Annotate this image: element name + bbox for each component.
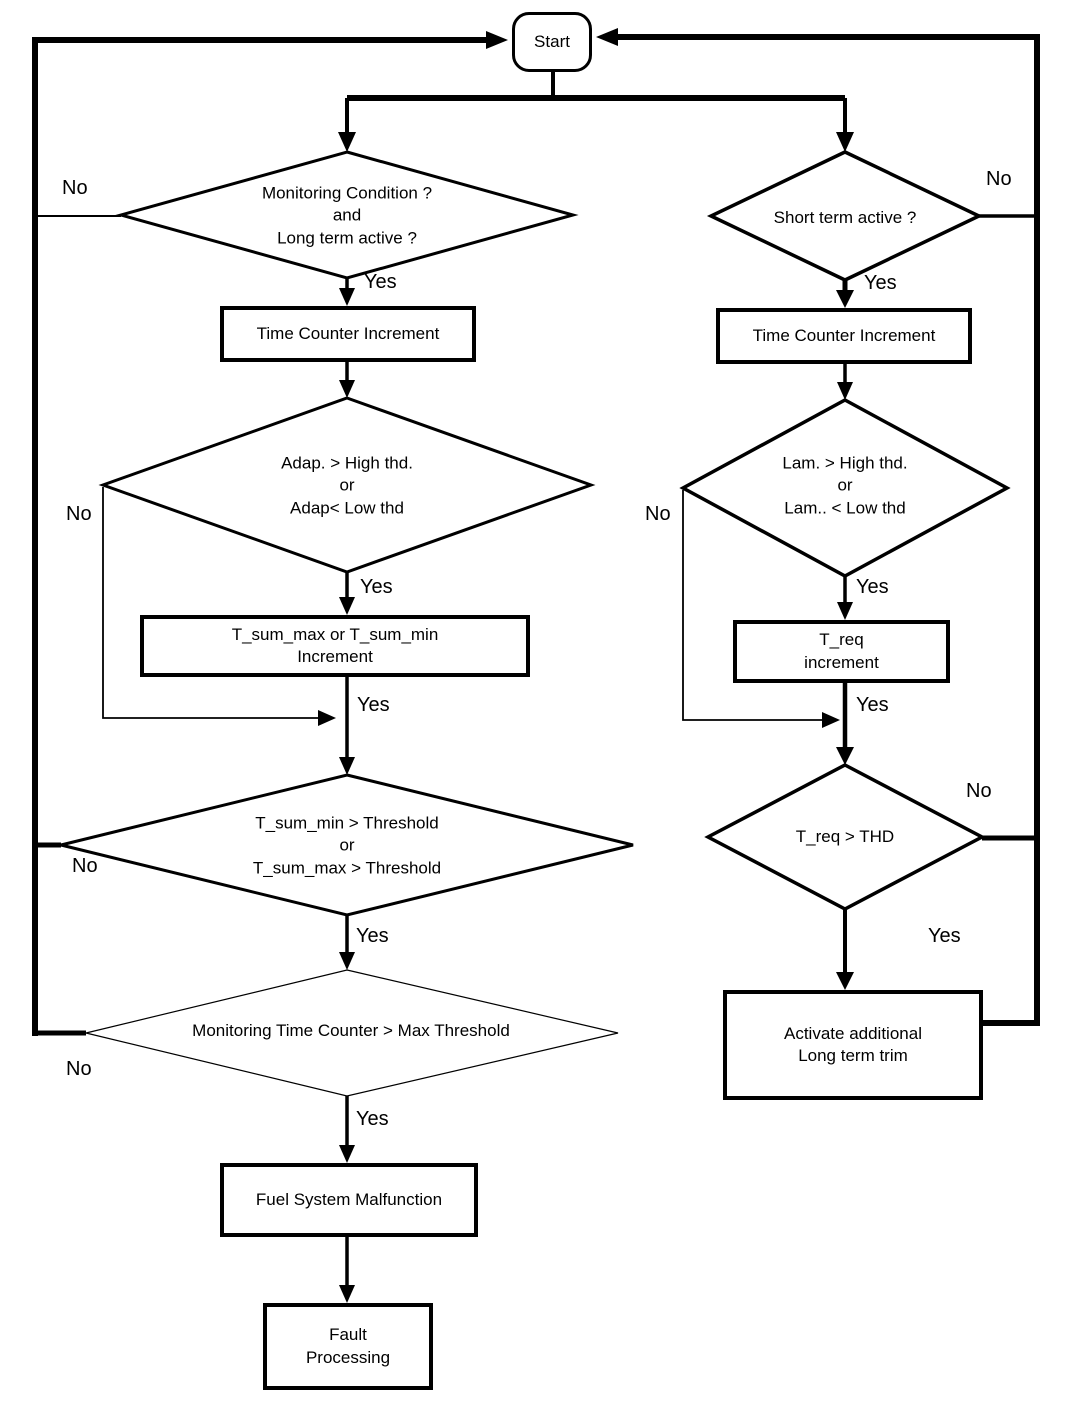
arrowhead-into-left-d3 <box>339 757 355 775</box>
right-d2-no-label: No <box>645 503 671 525</box>
left-box-fault-processing: Fault Processing <box>263 1303 433 1390</box>
arrowhead-into-right-box2 <box>837 602 853 620</box>
left-d4-yes-label: Yes <box>356 1108 389 1130</box>
right-merge-yes-label: Yes <box>856 694 889 716</box>
arrowhead-into-left-box3 <box>339 1145 355 1163</box>
left-d2-no-loop <box>102 487 320 719</box>
arrowhead-into-left-box2 <box>339 597 355 615</box>
left-box-fuel-system-malfunction: Fuel System Malfunction <box>220 1163 478 1237</box>
arrowhead-into-start-right <box>596 28 618 46</box>
arrowhead-left-no-loop <box>318 710 336 726</box>
right-decision-treq-thd <box>704 763 986 911</box>
left-box-tsum-increment: T_sum_max or T_sum_min Increment <box>140 615 530 677</box>
left-d2-no-label: No <box>66 503 92 525</box>
right-box-treq-increment: T_req increment <box>733 620 950 683</box>
left-d1-yes-label: Yes <box>364 271 397 293</box>
left-d1-no-label: No <box>62 177 88 199</box>
left-merge-yes-label: Yes <box>357 694 390 716</box>
right-decision-treq-thd-label: T_req > THD <box>795 826 895 846</box>
arrowhead-into-left-d1 <box>338 132 356 152</box>
arrowhead-into-right-box3 <box>836 972 854 990</box>
feedback-line-left <box>32 37 488 1036</box>
left-decision-monitoring-condition-label: Monitoring Condition ? and Long term act… <box>261 183 433 248</box>
left-d3-no-label: No <box>72 855 98 877</box>
arrowhead-into-right-d2 <box>837 382 853 400</box>
right-box-time-counter-increment: Time Counter Increment <box>716 308 972 364</box>
arrowhead-into-left-d4 <box>339 952 355 970</box>
left-decision-monitoring-condition <box>115 150 579 280</box>
left-decision-time-counter-max-label: Monitoring Time Counter > Max Threshold <box>192 1020 510 1040</box>
left-decision-time-counter-max <box>85 969 619 1097</box>
start-label: Start <box>534 32 570 51</box>
right-d3-no-label: No <box>966 780 992 802</box>
arrowhead-into-right-box1 <box>836 290 854 308</box>
arrowhead-into-left-box1 <box>339 288 355 306</box>
left-d3-yes-label: Yes <box>356 925 389 947</box>
arrowhead-into-left-box4 <box>339 1285 355 1303</box>
arrowhead-right-no-loop <box>822 712 840 728</box>
left-decision-adap-thresholds <box>98 396 596 574</box>
left-decision-tsum-thresholds <box>60 773 634 917</box>
start-node: Start <box>512 12 592 72</box>
right-d1-yes-label: Yes <box>864 272 897 294</box>
right-decision-short-term-active-label: Short term active ? <box>773 207 917 227</box>
right-decision-lam-thresholds-label: Lam. > High thd. or Lam.. < Low thd <box>782 453 908 518</box>
right-decision-lam-thresholds <box>679 398 1011 578</box>
right-decision-short-term-active <box>706 150 984 282</box>
right-box-activate-long-term-trim: Activate additional Long term trim <box>723 990 983 1100</box>
right-d3-yes-label: Yes <box>928 925 961 947</box>
arrowhead-into-right-d3 <box>836 747 854 765</box>
arrowhead-into-start-left <box>486 31 508 49</box>
left-decision-tsum-thresholds-label: T_sum_min > Threshold or T_sum_max > Thr… <box>252 813 442 878</box>
left-d4-no-label: No <box>66 1058 92 1080</box>
right-d1-no-label: No <box>986 168 1012 190</box>
right-d2-yes-label: Yes <box>856 576 889 598</box>
left-box-time-counter-increment: Time Counter Increment <box>220 306 476 362</box>
left-decision-adap-thresholds-label: Adap. > High thd. or Adap< Low thd <box>281 453 413 518</box>
left-d2-yes-label: Yes <box>360 576 393 598</box>
right-d2-no-loop <box>682 490 824 721</box>
arrowhead-into-right-d1 <box>836 132 854 152</box>
arrowhead-into-left-d2 <box>339 380 355 398</box>
feedback-line-right <box>618 34 1040 1026</box>
